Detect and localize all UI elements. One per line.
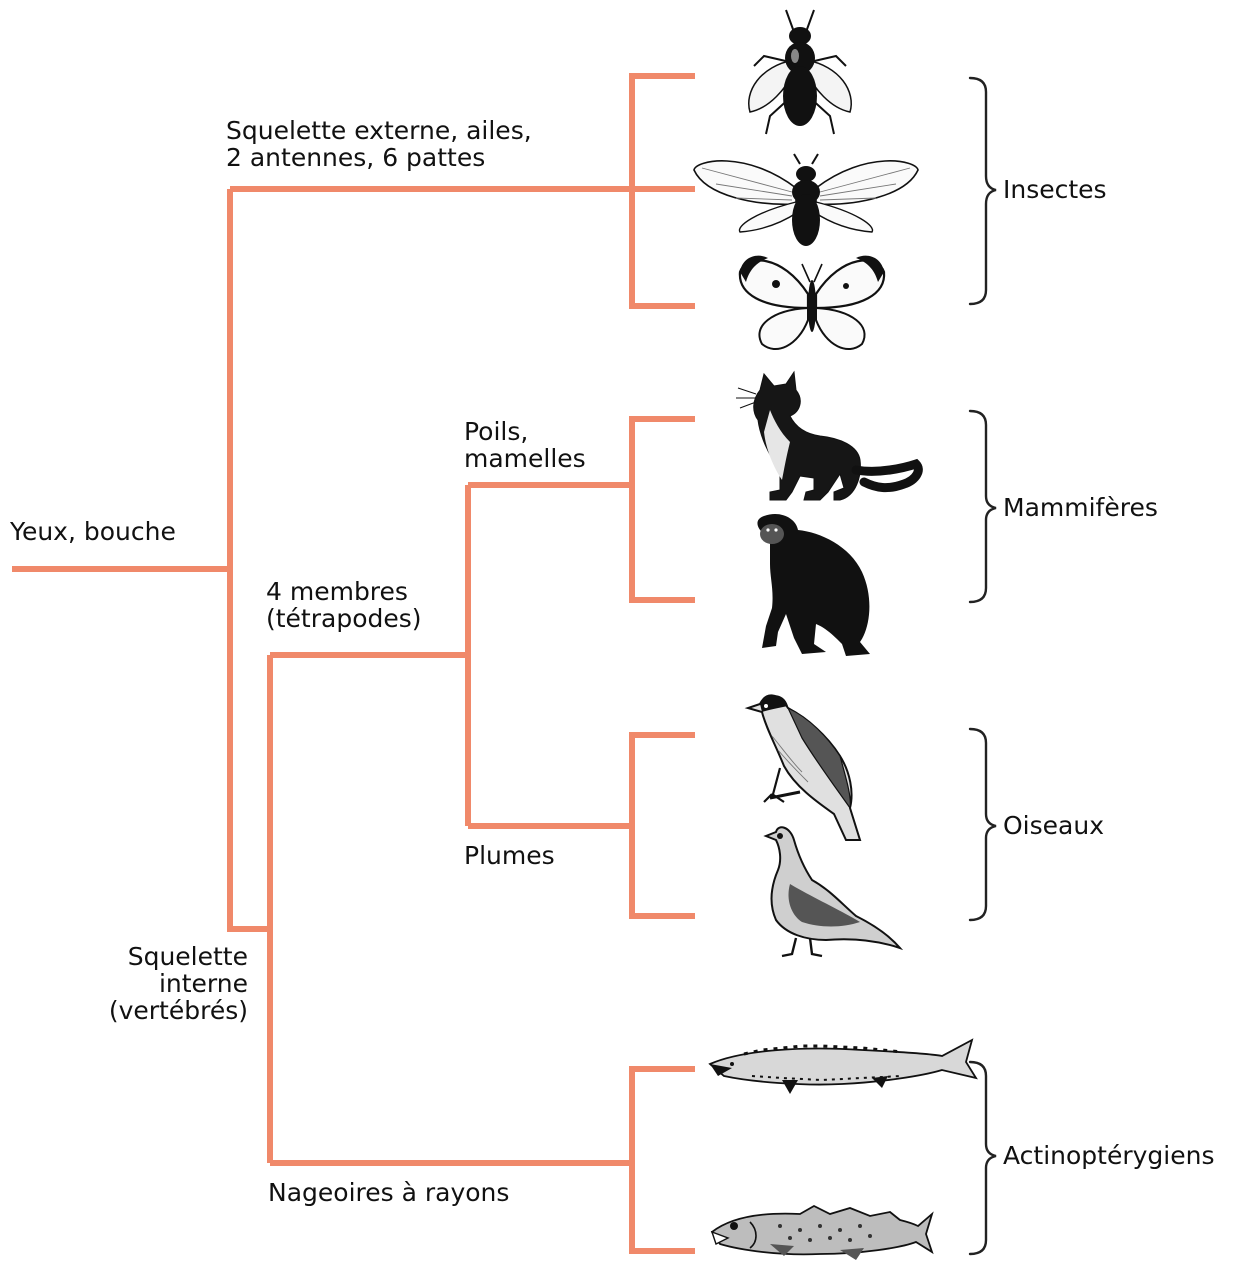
trait-label-vertebrates: Squelette interne (vertébrés)	[109, 943, 248, 1024]
insects-bracket	[632, 76, 695, 306]
group-label-birds: Oiseaux	[1003, 812, 1104, 839]
trait-label-insects: Squelette externe, ailes, 2 antennes, 6 …	[226, 117, 532, 171]
birds-brace	[970, 729, 996, 920]
group-label-insects: Insectes	[1003, 176, 1107, 203]
cicada-icon	[694, 154, 918, 246]
trait-label-birds: Plumes	[464, 842, 555, 869]
mammals-brace	[970, 411, 996, 602]
fish-brace	[970, 1062, 996, 1254]
birds-bracket	[632, 735, 695, 916]
trait-label-root: Yeux, bouche	[10, 518, 176, 545]
butterfly-icon	[740, 256, 884, 349]
cod-icon	[712, 1206, 932, 1260]
trait-label-fish: Nageoires à rayons	[268, 1179, 509, 1206]
group-label-mammals: Mammifères	[1003, 494, 1158, 521]
group-label-fish: Actinoptérygiens	[1003, 1142, 1215, 1169]
chimpanzee-icon	[757, 514, 870, 656]
sturgeon-icon	[710, 1040, 976, 1094]
trait-label-mammals: Poils, mamelles	[464, 418, 586, 472]
fish-bracket	[632, 1069, 695, 1251]
sparrow-icon	[748, 695, 860, 840]
pigeon-icon	[766, 827, 900, 956]
trait-label-tetrapods: 4 membres (tétrapodes)	[266, 578, 422, 632]
insects-brace	[970, 78, 996, 304]
cat-icon	[736, 372, 918, 500]
fly-icon	[749, 10, 851, 134]
mammals-bracket	[632, 419, 695, 600]
